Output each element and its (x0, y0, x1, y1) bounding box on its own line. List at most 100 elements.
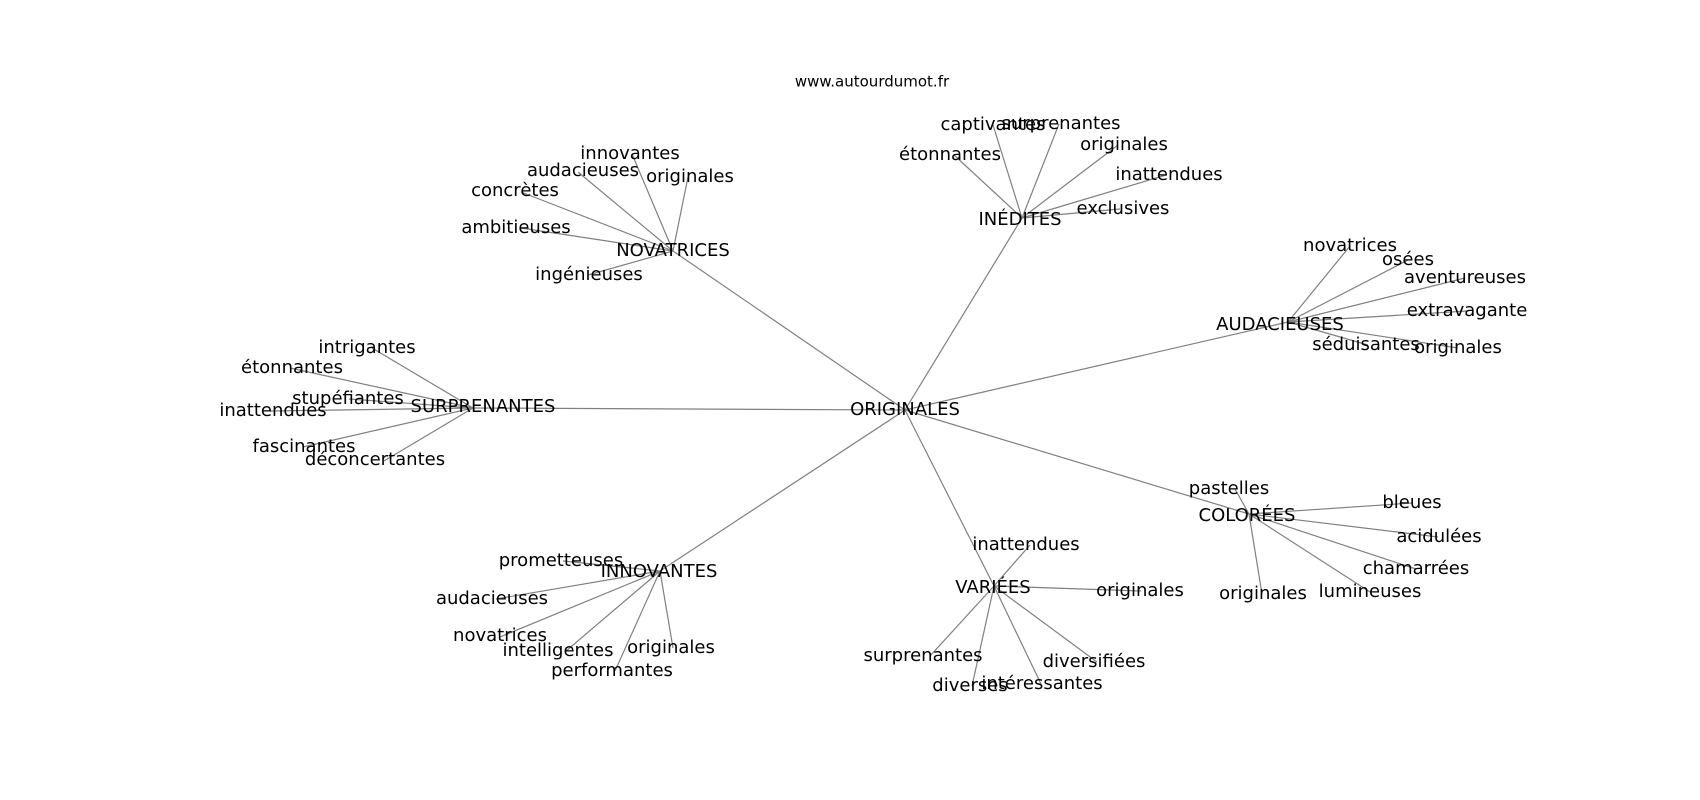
edge-hub-to-leaf (495, 570, 661, 600)
hub-node-label: AUDACIEUSES (1216, 314, 1344, 335)
edge-hub-to-leaf (1248, 513, 1263, 595)
leaf-node-label: novatrices (453, 625, 547, 646)
edge-hub-to-leaf (659, 570, 674, 649)
edge-hub-to-leaf (1287, 310, 1468, 323)
leaf-node-label: originales (1096, 580, 1184, 601)
leaf-node-label: ingénieuses (535, 264, 643, 285)
hub-node-label: INNOVANTES (601, 561, 718, 582)
edge-hub-to-leaf (971, 585, 995, 687)
edge-center-to-hub (472, 407, 906, 411)
leaf-node-label: audacieuses (527, 160, 639, 181)
edge-hub-to-leaf (383, 407, 474, 462)
edge-hub-to-leaf (1248, 513, 1371, 593)
edge-hub-to-leaf (302, 407, 474, 448)
leaf-node-label: originales (627, 637, 715, 658)
edge-hub-to-leaf (929, 585, 995, 657)
edge-center-to-hub (904, 409, 995, 587)
leaf-node-label: diversifiées (1043, 651, 1146, 672)
leaf-node-label: étonnantes (899, 144, 1001, 165)
edge-center-to-hub (904, 217, 1023, 411)
leaf-node-label: intéressantes (981, 673, 1102, 694)
edge-hub-to-leaf (562, 560, 661, 572)
edge-hub-to-leaf (993, 585, 1098, 663)
leaf-node-label: étonnantes (241, 357, 343, 378)
edge-hub-to-leaf (1248, 513, 1439, 538)
edge-hub-to-leaf (371, 347, 474, 409)
edge-hub-to-leaf (953, 154, 1023, 219)
leaf-node-label: prometteuses (499, 550, 623, 571)
edge-hub-to-leaf (577, 171, 674, 252)
leaf-node-label: déconcertantes (305, 449, 445, 470)
edge-hub-to-leaf (672, 176, 689, 252)
hub-node-label: VARIÉES (955, 576, 1030, 598)
edge-hub-to-leaf (1287, 321, 1369, 346)
hub-node-label: COLORÉES (1199, 504, 1296, 526)
edge-hub-to-leaf (1021, 144, 1119, 219)
center-node-label: ORIGINALES (850, 399, 960, 420)
leaf-node-label: bleues (1382, 492, 1441, 513)
hub-node-label: SURPRENANTES (411, 396, 556, 417)
leaf-node-label: audacieuses (436, 588, 548, 609)
edge-hub-to-leaf (614, 570, 661, 672)
graph-labels: www.autourdumot.fr innovantesaudacieuses… (219, 73, 1527, 697)
edge-hub-to-leaf (565, 570, 661, 652)
leaf-node-label: inattendues (1115, 164, 1222, 185)
leaf-node-label: osées (1382, 249, 1434, 270)
edge-hub-to-leaf (1021, 208, 1121, 219)
edge-hub-to-leaf (587, 250, 674, 276)
leaf-node-label: pastelles (1189, 478, 1269, 499)
edge-hub-to-leaf (520, 191, 674, 252)
leaf-node-label: novatrices (1303, 235, 1397, 256)
edge-hub-to-leaf (289, 367, 474, 409)
edge-hub-to-leaf (1287, 321, 1459, 349)
leaf-node-label: originales (1219, 583, 1307, 604)
hub-node-label: INÉDITES (978, 208, 1061, 230)
leaf-node-label: exclusives (1077, 198, 1170, 219)
leaf-node-label: chamarrées (1363, 558, 1470, 579)
edge-center-to-hub (904, 321, 1289, 411)
leaf-node-label: fascinantes (253, 436, 356, 457)
leaf-node-label: surprenantes (1001, 113, 1120, 134)
edge-center-to-hub (672, 250, 906, 411)
edge-hub-to-leaf (348, 398, 474, 409)
edge-hub-to-leaf (993, 544, 1031, 587)
edge-hub-to-leaf (1234, 488, 1250, 515)
edge-hub-to-leaf (1021, 123, 1060, 219)
edge-hub-to-leaf (992, 124, 1023, 219)
leaf-node-label: inattendues (219, 400, 326, 421)
leaf-node-label: originales (1414, 337, 1502, 358)
leaf-node-label: captivantes (940, 114, 1045, 135)
edge-hub-to-leaf (993, 585, 1042, 685)
edge-hub-to-leaf (1248, 502, 1413, 515)
edge-hub-to-leaf (631, 153, 674, 252)
leaf-node-label: diverses (932, 675, 1007, 696)
source-credit: www.autourdumot.fr (795, 73, 950, 91)
edge-hub-to-leaf (1287, 277, 1466, 323)
edge-center-to-hub (904, 409, 1250, 515)
edge-hub-to-leaf (993, 585, 1142, 592)
leaf-node-label: ambitieuses (461, 217, 570, 238)
leaf-node-label: extravagante (1407, 300, 1528, 321)
leaf-node-label: intelligentes (503, 640, 614, 661)
graph-edges (269, 123, 1468, 687)
leaf-node-label: performantes (551, 660, 673, 681)
edge-center-to-hub (659, 409, 906, 572)
leaf-node-label: séduisantes (1312, 334, 1420, 355)
leaf-node-label: lumineuses (1319, 581, 1422, 602)
edge-hub-to-leaf (269, 407, 474, 412)
hub-node-label: NOVATRICES (616, 240, 730, 261)
leaf-node-label: stupéfiantes (292, 388, 404, 409)
leaf-node-label: originales (646, 166, 734, 187)
edge-hub-to-leaf (1287, 259, 1409, 323)
leaf-node-label: intrigantes (318, 337, 415, 358)
edge-hub-to-leaf (1021, 174, 1167, 219)
leaf-node-label: innovantes (580, 143, 679, 164)
leaf-node-label: acidulées (1396, 526, 1481, 547)
leaf-node-label: surprenantes (863, 645, 982, 666)
edge-hub-to-leaf (1287, 245, 1351, 323)
leaf-node-label: aventureuses (1404, 267, 1526, 288)
edge-hub-to-leaf (520, 227, 674, 252)
leaf-node-label: originales (1080, 134, 1168, 155)
leaf-node-label: inattendues (972, 534, 1079, 555)
